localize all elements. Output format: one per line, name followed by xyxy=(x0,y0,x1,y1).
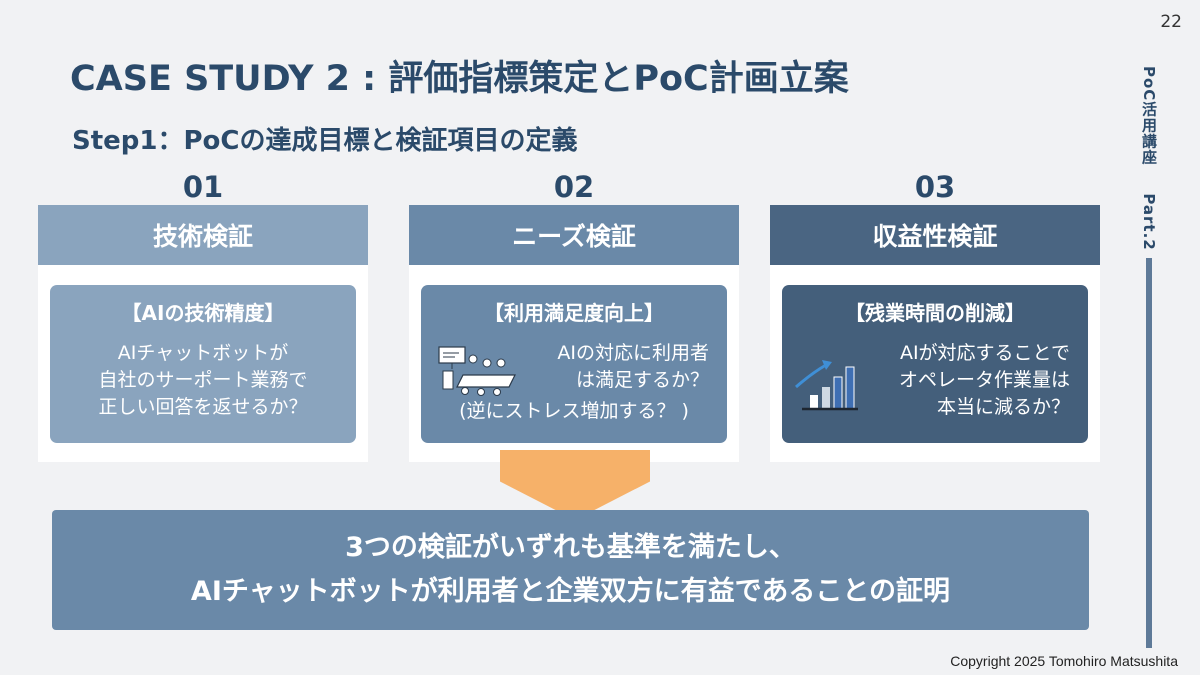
side-course-label: PoC活用講座 Part.2 xyxy=(1138,66,1160,251)
page-title: CASE STUDY 2 : 評価指標策定とPoC計画立案 xyxy=(70,59,849,99)
panel-line: AIチャットボットが xyxy=(117,342,289,364)
panel-line: AIが対応することで xyxy=(899,342,1070,364)
panel-line: AIの対応に利用者 xyxy=(557,342,709,364)
step-number-1: 01 xyxy=(182,170,224,204)
step-panel-needs: 【利用満足度向上】 AIの対応に利用者 は満足するか？ (逆にストレス増加する？… xyxy=(421,285,727,443)
growth-bar-chart-icon xyxy=(795,360,858,411)
copyright-notice: Copyright 2025 Tomohiro Matsushita xyxy=(950,653,1178,669)
panel-line: (逆にストレス増加する？ ) xyxy=(459,400,689,422)
step-card-profit: 収益性検証 【残業時間の削減】 AIが対応することで オペレータ作業量は 本当に… xyxy=(770,205,1100,462)
meeting-people-icon xyxy=(438,346,516,396)
step-panel-technical: 【AIの技術精度】 AIチャットボットが 自社のサーポート業務で 正しい回答を返… xyxy=(50,285,356,443)
step-header-profit: 収益性検証 xyxy=(770,205,1100,265)
step-number-3: 03 xyxy=(914,170,956,204)
panel-line: は満足するか？ xyxy=(575,369,709,391)
panel-body: AIの対応に利用者 は満足するか？ (逆にストレス増加する？ ) xyxy=(433,340,715,425)
step-header-technical: 技術検証 xyxy=(38,205,368,265)
panel-heading: 【残業時間の削減】 xyxy=(845,301,1025,325)
conclusion-banner: 3つの検証がいずれも基準を満たし、 AIチャットボットが利用者と企業双方に有益で… xyxy=(52,510,1089,630)
panel-line: 自社のサーポート業務で xyxy=(98,369,308,391)
panel-line: 正しい回答を返せるか？ xyxy=(98,396,308,418)
step-card-needs: ニーズ検証 【利用満足度向上】 AIの対応に利用者 は満足するか？ (逆にストレ… xyxy=(409,205,739,462)
step-header-needs: ニーズ検証 xyxy=(409,205,739,265)
panel-heading: 【AIの技術精度】 xyxy=(121,301,285,325)
step-number-2: 02 xyxy=(553,170,595,204)
step-card-technical: 技術検証 【AIの技術精度】 AIチャットボットが 自社のサーポート業務で 正し… xyxy=(38,205,368,462)
side-course-name: PoC活用講座 xyxy=(1140,66,1158,166)
step-panel-profit: 【残業時間の削減】 AIが対応することで オペレータ作業量は 本当に減るか？ xyxy=(782,285,1088,443)
conclusion-line-1: 3つの検証がいずれも基準を満たし、 xyxy=(345,532,796,563)
panel-body: AIチャットボットが 自社のサーポート業務で 正しい回答を返せるか？ xyxy=(62,340,344,421)
panel-line: 本当に減るか？ xyxy=(936,396,1070,418)
panel-body: AIが対応することで オペレータ作業量は 本当に減るか？ xyxy=(794,340,1076,421)
conclusion-line-2: AIチャットボットが利用者と企業双方に有益であることの証明 xyxy=(190,576,951,607)
page-number: 22 xyxy=(1160,12,1182,32)
side-part-name: Part.2 xyxy=(1140,193,1158,251)
panel-line: オペレータ作業量は xyxy=(898,369,1070,391)
panel-heading: 【利用満足度向上】 xyxy=(484,301,664,325)
page-subtitle: Step1：PoCの達成目標と検証項目の定義 xyxy=(72,126,578,156)
side-divider xyxy=(1146,258,1152,648)
